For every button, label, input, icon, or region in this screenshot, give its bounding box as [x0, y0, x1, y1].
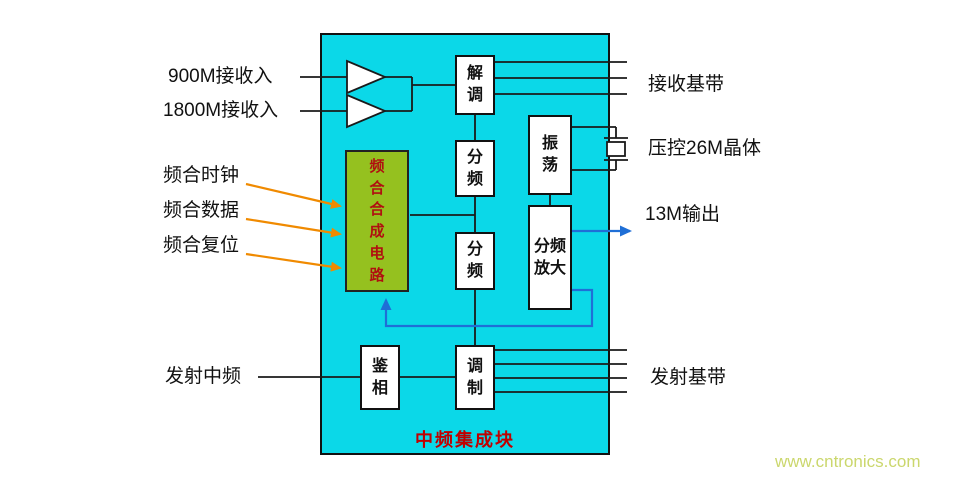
label-vc-26m-crystal: 压控26M晶体 — [648, 138, 761, 159]
watermark-text: www.cntronics.com — [775, 452, 921, 471]
label-tx-if: 发射中频 — [165, 366, 242, 387]
block-phase-detector: 鉴 相 — [360, 345, 400, 410]
label-rx-900m-input: 900M接收入 — [168, 66, 273, 87]
block-divider-1: 分 频 — [455, 140, 495, 197]
label-synth-clock: 频合时钟 — [163, 165, 240, 186]
label-synth-data: 频合数据 — [163, 200, 240, 221]
chip-title: 中频集成块 — [415, 430, 515, 450]
block-demodulator: 解 调 — [455, 55, 495, 115]
label-rx-baseband: 接收基带 — [648, 74, 725, 95]
block-modulator: 调 制 — [455, 345, 495, 410]
block-divider-2: 分 频 — [455, 232, 495, 290]
label-tx-baseband: 发射基带 — [650, 367, 727, 388]
block-oscillator: 振 荡 — [528, 115, 572, 195]
block-frequency-synthesizer: 频 合 合 成 电 路 — [345, 150, 409, 292]
label-13m-output: 13M输出 — [645, 204, 720, 225]
block-divider-amplifier: 分频 放大 — [528, 205, 572, 310]
label-rx-1800m-input: 1800M接收入 — [163, 100, 279, 121]
label-synth-reset: 频合复位 — [163, 235, 240, 256]
